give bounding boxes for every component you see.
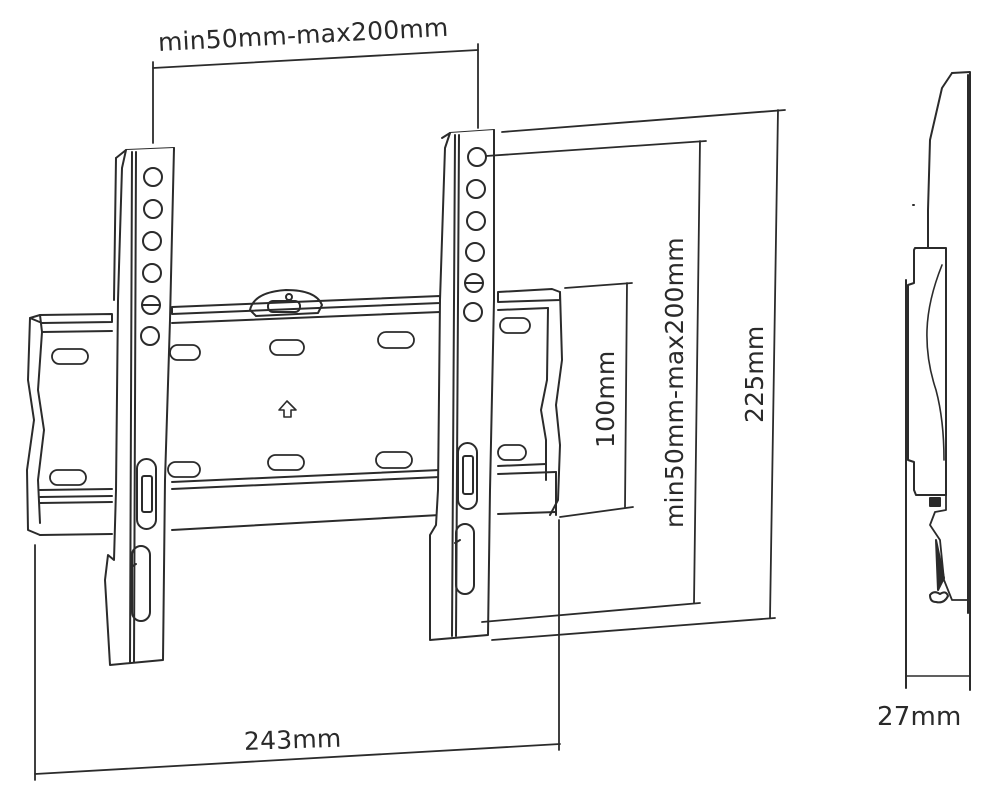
up-arrow-icon bbox=[278, 400, 297, 418]
dim-vertical-lines bbox=[481, 109, 786, 641]
dim-bottom-horizontal-lines bbox=[34, 519, 561, 781]
dim-label-27mm: 27mm bbox=[877, 702, 962, 732]
dim-label-vertical-hole-range: min50mm-max200mm bbox=[660, 237, 689, 528]
left-arm bbox=[104, 147, 175, 666]
right-arm bbox=[429, 129, 495, 641]
side-view-profile bbox=[905, 71, 971, 691]
dim-label-225mm: 225mm bbox=[740, 325, 769, 423]
dim-label-100mm: 100mm bbox=[591, 350, 620, 448]
wall-plate bbox=[26, 288, 563, 536]
dim-label-243mm: 243mm bbox=[243, 723, 342, 756]
wall-plate-slots bbox=[49, 317, 531, 486]
dim-top-horizontal-lines bbox=[152, 43, 479, 144]
